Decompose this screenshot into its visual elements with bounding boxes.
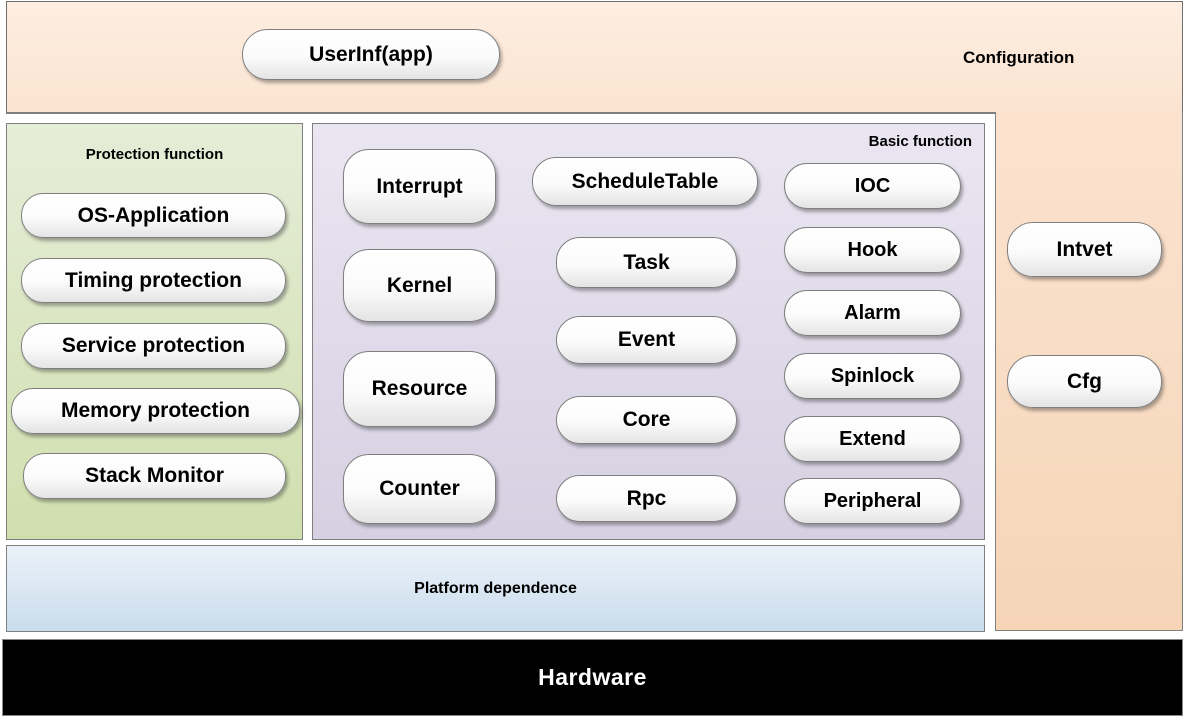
node-resource: Resource (343, 351, 496, 427)
node-task: Task (556, 237, 737, 288)
node-os-application: OS-Application (21, 193, 286, 238)
protection-panel-title: Protection function (85, 146, 224, 163)
configuration-label: Configuration (963, 48, 1075, 67)
hardware-bar: Hardware (2, 639, 1183, 716)
protection-panel: Protection function OS-Application Timin… (6, 123, 303, 540)
node-userinf-app: UserInf(app) (242, 29, 500, 80)
node-spinlock: Spinlock (784, 353, 961, 399)
node-peripheral: Peripheral (784, 478, 961, 524)
node-kernel: Kernel (343, 249, 496, 322)
platform-panel: Platform dependence (6, 545, 985, 632)
configuration-panel-divider (6, 112, 996, 114)
node-memory-protection: Memory protection (11, 388, 300, 434)
node-rpc: Rpc (556, 475, 737, 522)
node-stack-monitor: Stack Monitor (23, 453, 286, 499)
node-core: Core (556, 396, 737, 444)
platform-label: Platform dependence (414, 579, 577, 597)
configuration-panel-top (6, 1, 1183, 112)
basic-panel-title: Basic function (868, 133, 972, 150)
basic-panel: Basic function Interrupt Kernel Resource… (312, 123, 985, 540)
node-scheduletable: ScheduleTable (532, 157, 758, 206)
node-event: Event (556, 316, 737, 364)
node-extend: Extend (784, 416, 961, 462)
node-intvet: Intvet (1007, 222, 1162, 277)
node-cfg: Cfg (1007, 355, 1162, 408)
hardware-label: Hardware (538, 664, 647, 690)
node-ioc: IOC (784, 163, 961, 209)
node-counter: Counter (343, 454, 496, 524)
node-service-protection: Service protection (21, 323, 286, 369)
node-interrupt: Interrupt (343, 149, 496, 224)
node-alarm: Alarm (784, 290, 961, 336)
node-hook: Hook (784, 227, 961, 273)
node-timing-protection: Timing protection (21, 258, 286, 303)
